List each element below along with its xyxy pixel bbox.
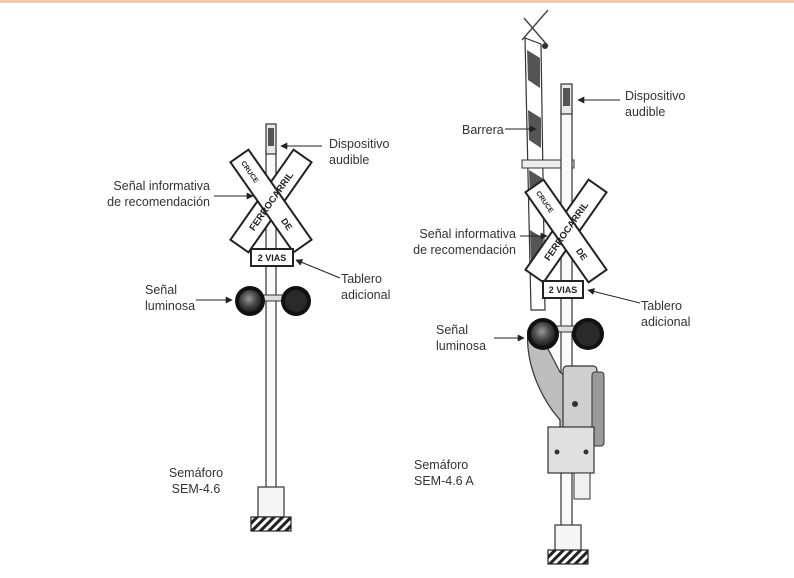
- top-accent-bar: [0, 0, 794, 3]
- left-signal-light-2: [281, 286, 311, 316]
- left-signal: CRUCE FERROCARRIL DE 2 VIAS: [196, 123, 341, 532]
- left-base: [257, 486, 285, 518]
- left-audible-device: [265, 123, 277, 155]
- right-model-label-line2: SEM-4.6 A: [414, 474, 474, 488]
- left-signal-light-1: [235, 286, 265, 316]
- right-info-label-line2: de recomendación: [413, 243, 516, 257]
- left-audible-label-line2: audible: [329, 153, 370, 167]
- left-board-label-line1: Tablero: [341, 272, 382, 286]
- right-signal-light-1: [527, 318, 559, 350]
- right-light-label-line2: luminosa: [436, 339, 487, 353]
- left-light-label-line1: Señal: [145, 283, 177, 297]
- right-board-arrow: [587, 288, 641, 304]
- left-model-label-line1: Semáforo: [168, 466, 224, 480]
- left-info-label-line2: de recomendación: [107, 195, 210, 209]
- right-board-label-line1: Tablero: [641, 299, 682, 313]
- right-board-label: Tablero adicional: [641, 298, 690, 330]
- right-audible-device: [560, 83, 573, 115]
- right-base: [554, 524, 582, 552]
- left-light-label: Señal luminosa: [145, 282, 195, 314]
- right-audible-label: Dispositivo audible: [625, 88, 685, 120]
- right-signal: CRUCE FERROCARRIL DE 2 VIAS: [494, 9, 641, 565]
- right-audible-label-line1: Dispositivo: [625, 89, 686, 103]
- left-foundation: [250, 516, 292, 532]
- left-info-label-line1: Señal informativa: [113, 179, 210, 193]
- left-board-text: 2 VIAS: [258, 253, 287, 263]
- left-model-label: Semáforo SEM-4.6: [158, 465, 234, 497]
- right-signal-light-2: [572, 318, 604, 350]
- left-model-label-line2: SEM-4.6: [171, 482, 221, 496]
- right-bracket-top: [521, 159, 575, 169]
- right-barrier-mechanism: [526, 328, 605, 500]
- right-info-label: Señal informativa de recomendación: [402, 226, 516, 258]
- right-model-label-line1: Semáforo: [414, 458, 469, 472]
- left-info-label: Señal informativa de recomendación: [96, 178, 210, 210]
- left-audible-label-line1: Dispositivo: [329, 137, 390, 151]
- right-light-label: Señal luminosa: [436, 322, 486, 354]
- right-info-label-line1: Señal informativa: [419, 227, 516, 241]
- right-barrier-label: Barrera: [462, 122, 504, 138]
- left-board-arrow: [295, 259, 341, 279]
- right-board-text: 2 VIAS: [549, 285, 578, 295]
- left-board-label-line2: adicional: [341, 288, 391, 302]
- right-barrier-label-text: Barrera: [462, 123, 504, 137]
- right-light-label-line1: Señal: [436, 323, 468, 337]
- right-foundation: [547, 549, 589, 565]
- right-board-label-line2: adicional: [641, 315, 691, 329]
- left-light-label-line2: luminosa: [145, 299, 196, 313]
- left-board-label: Tablero adicional: [341, 271, 390, 303]
- right-model-label: Semáforo SEM-4.6 A: [414, 457, 474, 489]
- right-audible-label-line2: audible: [625, 105, 666, 119]
- left-additional-board: [250, 248, 294, 267]
- right-additional-board: [542, 280, 584, 299]
- left-audible-label: Dispositivo audible: [329, 136, 389, 168]
